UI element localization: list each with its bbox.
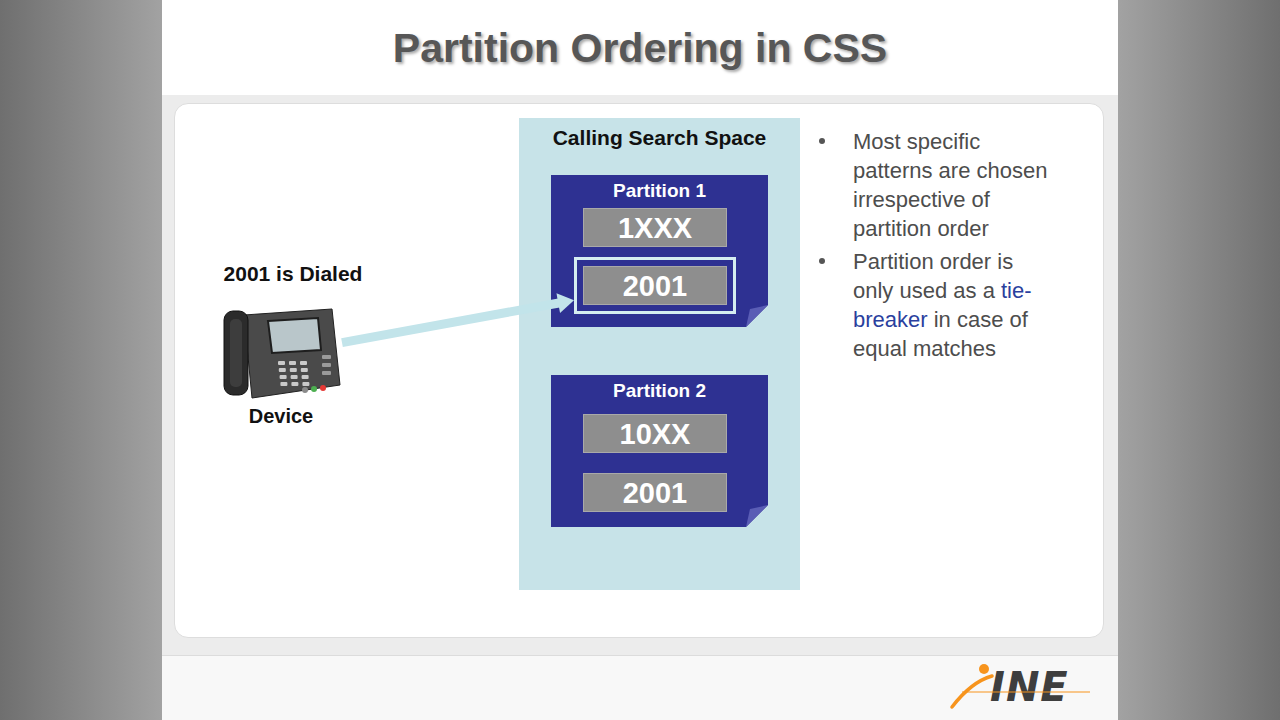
logo-dot bbox=[979, 664, 989, 674]
css-heading: Calling Search Space bbox=[519, 125, 800, 151]
pattern-box: 10XX bbox=[583, 414, 727, 453]
phone-body bbox=[244, 309, 340, 398]
feature-key bbox=[322, 363, 331, 367]
device-caption: Device bbox=[161, 404, 401, 428]
keypad-key bbox=[290, 368, 297, 372]
connector bbox=[342, 293, 574, 342]
phone-illustration bbox=[222, 305, 342, 402]
keypad-key bbox=[280, 375, 287, 379]
calling-search-space: Calling Search SpacePartition 11XXX2001P… bbox=[519, 118, 800, 590]
bullet-dot bbox=[819, 258, 825, 264]
page-fold bbox=[746, 505, 768, 527]
feature-key bbox=[322, 371, 331, 375]
phone-handset bbox=[224, 311, 248, 395]
feature-key bbox=[322, 355, 331, 359]
partition-box: Partition 1 1XXX 2001 bbox=[551, 175, 768, 327]
logo-swoosh bbox=[952, 676, 992, 707]
arrow-head bbox=[556, 293, 574, 313]
keypad-key bbox=[280, 382, 287, 386]
bullet-text: Partition order is only used as a tie-br… bbox=[853, 247, 1053, 363]
bullet-dot bbox=[819, 138, 825, 144]
pattern-text: 1XXX bbox=[618, 212, 692, 244]
keypad-key bbox=[278, 361, 285, 365]
keypad-key bbox=[302, 375, 309, 379]
footer-band bbox=[162, 655, 1118, 720]
partition-heading: Partition 2 bbox=[551, 379, 768, 402]
keypad-key bbox=[291, 375, 298, 379]
pattern-box: 2001 bbox=[583, 266, 727, 305]
grey-button bbox=[302, 387, 308, 393]
pattern-text: 2001 bbox=[623, 477, 688, 509]
brand-logo: INE bbox=[990, 664, 1069, 710]
partition-box: Partition 2 10XX 2001 bbox=[551, 375, 768, 527]
page-fold bbox=[746, 305, 768, 327]
bullet-text: Most specific patterns are chosen irresp… bbox=[853, 127, 1053, 243]
red-button bbox=[320, 385, 326, 391]
keypad-key bbox=[300, 361, 307, 365]
keypad-key bbox=[302, 382, 309, 386]
keypad-key bbox=[291, 382, 298, 386]
partition-heading: Partition 1 bbox=[551, 179, 768, 202]
green-button bbox=[311, 386, 317, 392]
pattern-box: 1XXX bbox=[583, 208, 727, 247]
partition-body bbox=[551, 175, 768, 327]
keypad-key bbox=[301, 368, 308, 372]
note-text: Partition order is only used as a bbox=[853, 249, 1013, 303]
slide-title: Partition Ordering in CSS bbox=[162, 24, 1118, 72]
pattern-text: 10XX bbox=[620, 418, 691, 450]
phone-screen bbox=[268, 318, 321, 353]
pattern-text: 2001 bbox=[623, 270, 688, 302]
handset-grip bbox=[230, 319, 242, 387]
keypad-key bbox=[279, 368, 286, 372]
dialed-caption: 2001 is Dialed bbox=[173, 261, 413, 287]
partition-body bbox=[551, 375, 768, 527]
connector-line bbox=[342, 303, 560, 343]
keypad-key bbox=[289, 361, 296, 365]
phone-device: 2001 is DialedDevice bbox=[222, 305, 342, 402]
note-text: Most specific patterns are chosen irresp… bbox=[853, 129, 1047, 241]
pattern-box: 2001 bbox=[583, 473, 727, 512]
